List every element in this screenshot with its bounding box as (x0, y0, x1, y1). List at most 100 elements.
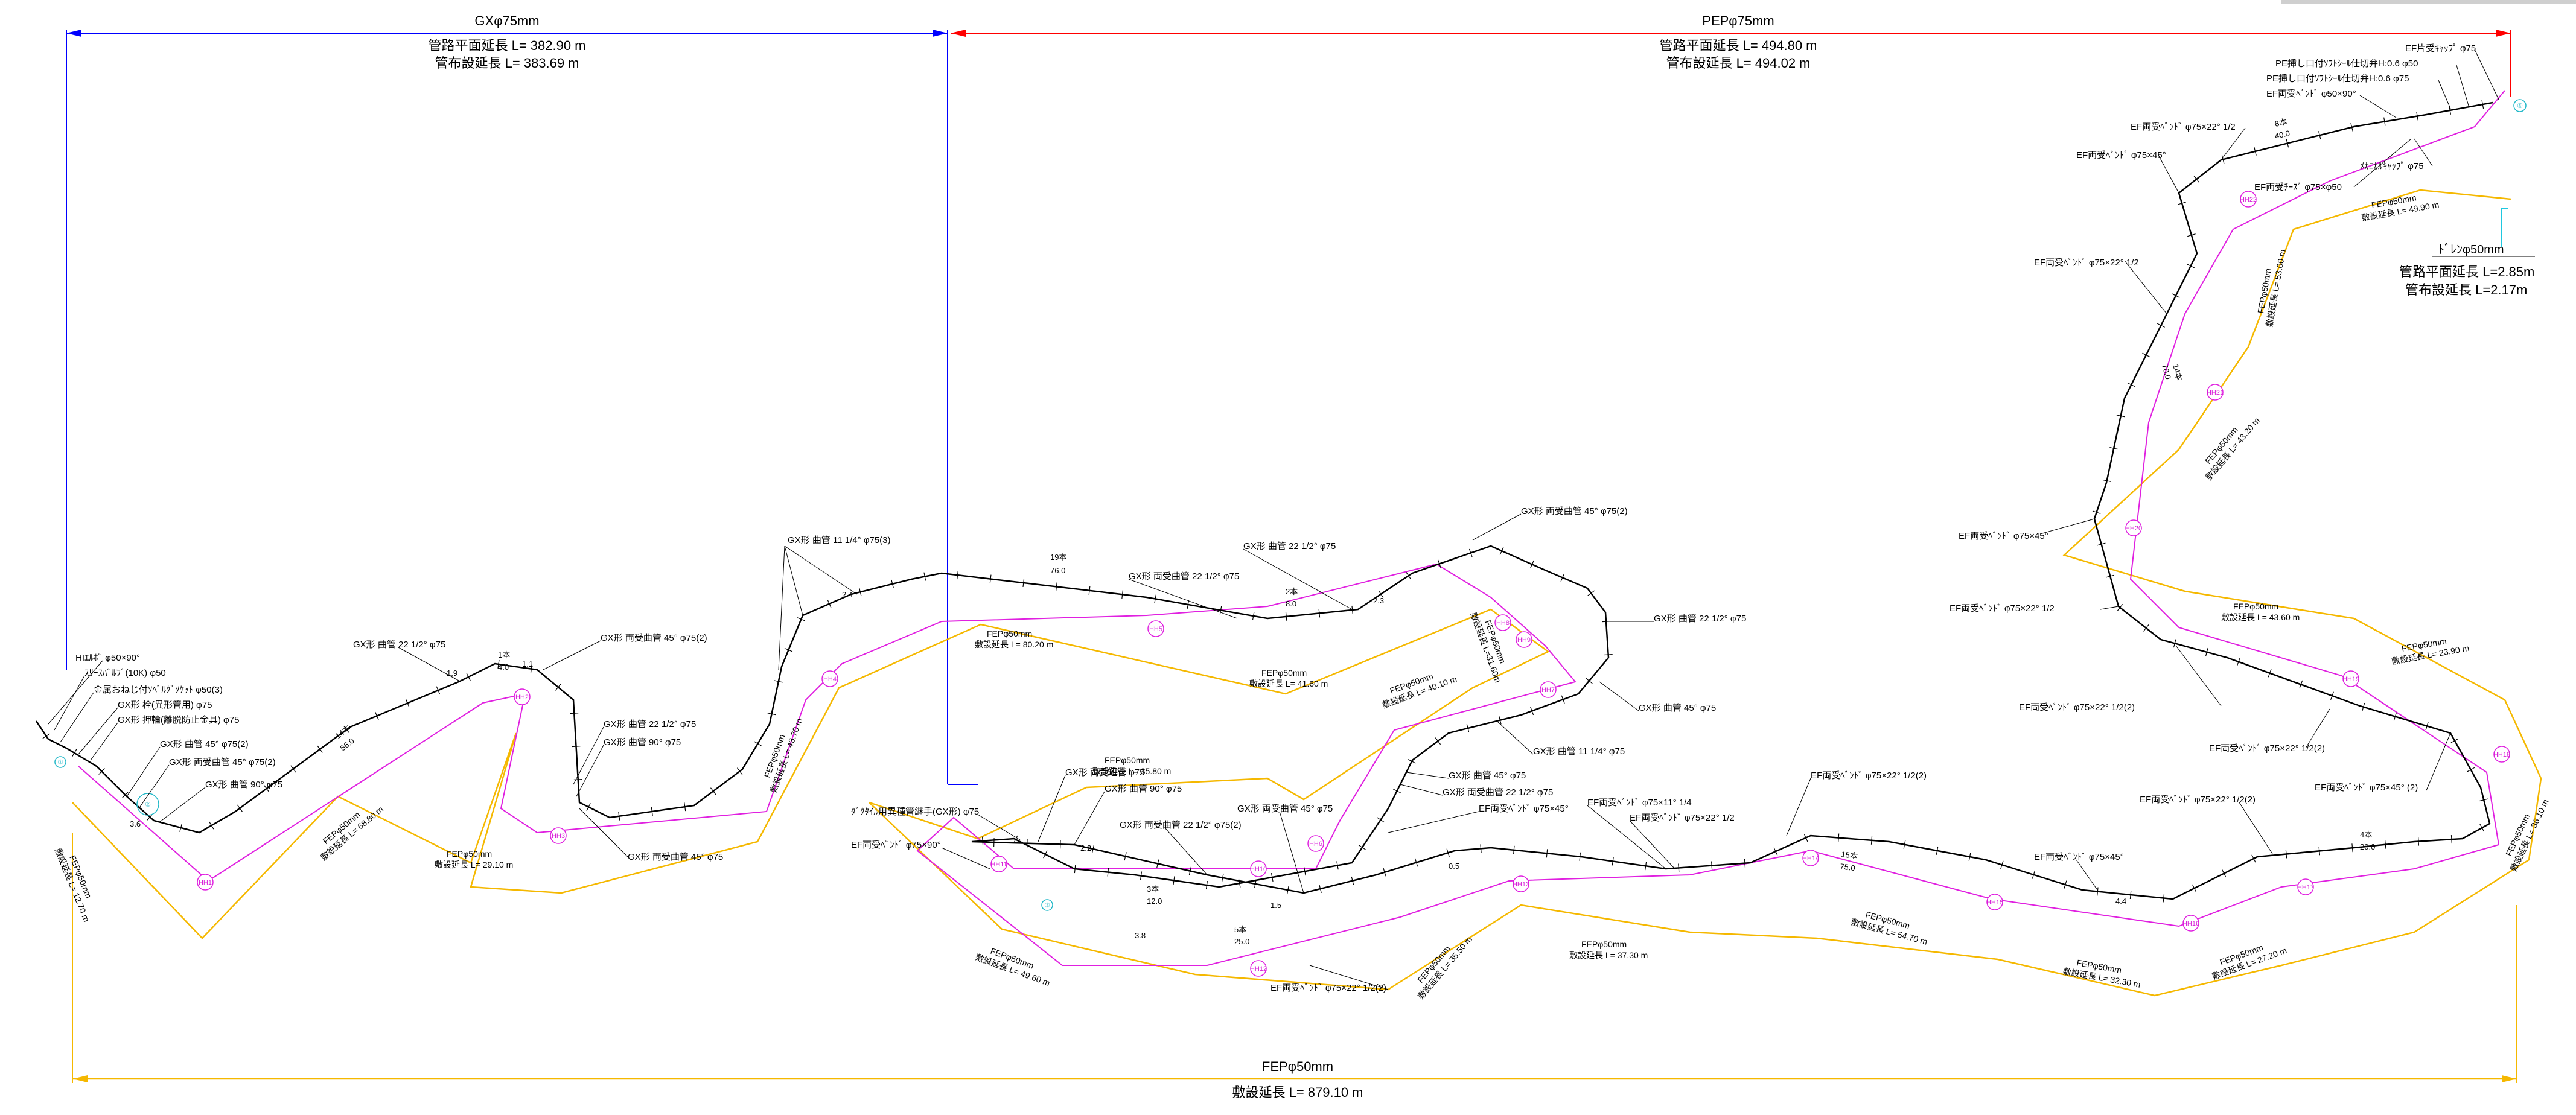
callout-gx-retainer: GX形 押輪(離脱防止金具) φ75 (118, 714, 239, 725)
gx-dimension: GXφ75mm 管路平面延長 L= 382.90 m 管布設延長 L= 383.… (66, 13, 978, 784)
pipe-length: 25.0 (1234, 937, 1249, 946)
drain-title: ﾄﾞﾚﾝφ50mm (2438, 243, 2504, 256)
fep-segment-name: FEPφ50mm (2233, 602, 2278, 611)
handhole-label: HH16 (2182, 920, 2199, 927)
callout-gx-bend-90-b: GX形 曲管 90° φ75 (604, 737, 681, 748)
pipe-count: 5本 (1234, 925, 1246, 934)
handhole-label: HH2 (515, 694, 529, 701)
callout-gx-bend-45-e: GX形 曲管 45° φ75 (1639, 703, 1716, 713)
valve-tag-4: ④ (2517, 103, 2523, 110)
callout-gx-bend-22-a: GX形 曲管 22 1/2° φ75 (353, 640, 445, 650)
callout-gx-receiver-45-2: GX形 両受曲管 45° φ75(2) (169, 757, 276, 767)
joint-tick (570, 713, 578, 714)
callout-ef-bend-90: EF両受ﾍﾞﾝﾄﾞ φ75×90° (851, 840, 941, 850)
callout-gx-bend-90-a: GX形 曲管 90° φ75 (205, 780, 282, 790)
joint-tick (2352, 843, 2353, 852)
pep-title: PEPφ75mm (1702, 13, 1774, 28)
handhole-label: HH19 (2342, 676, 2359, 683)
handhole-marker: HH1 (197, 874, 213, 890)
handhole-marker: HH12 (1250, 961, 1267, 976)
pipe-length: 75.0 (1840, 862, 1856, 872)
fep-segment-length: 敷設延長 L= 29.10 m (435, 860, 513, 869)
handhole-marker: HH20 (2125, 520, 2142, 536)
fep-segment-name: FEPφ50mm (987, 629, 1032, 638)
handhole-label: HH13 (1513, 881, 1529, 888)
handhole-label: HH9 (1517, 637, 1531, 644)
callout-ductile-joint: ﾀﾞｸﾀｲﾙ用異種管継手(GX形) φ75 (851, 807, 979, 817)
joint-tick (957, 571, 958, 579)
callout-gx-bend-11-e: GX形 曲管 11 1/4° φ75 (1533, 746, 1625, 757)
handhole-marker: HH16 (2182, 915, 2199, 931)
handhole-label: HH22 (2240, 196, 2257, 203)
callout-pe-insert-50: PE挿し口付ｿﾌﾄｼｰﾙ仕切弁H:0.6 φ50 (2275, 59, 2418, 69)
pipe-length: 20.0 (2360, 842, 2375, 851)
handhole-label: HH5 (1149, 626, 1162, 633)
pipe-count: 1本 (498, 650, 510, 659)
fep-segment-length: 敷設延長 L= 35.80 m (1092, 766, 1171, 776)
joint-tick (2163, 894, 2164, 903)
callout-pe-insert-75: PE挿し口付ｿﾌﾄｼｰﾙ仕切弁H:0.6 φ75 (2266, 74, 2409, 84)
pipe-length: 40.0 (2274, 129, 2291, 141)
pipe-segment: 1.1 (522, 659, 533, 669)
callout-ef-bend-22-l: EF両受ﾍﾞﾝﾄﾞ φ75×22° 1/2 (2034, 258, 2139, 268)
handhole-marker: HH2 (514, 689, 530, 705)
handhole-label: HH7 (1541, 687, 1555, 694)
joint-tick (1406, 572, 1411, 579)
handhole-label: HH10 (1250, 866, 1267, 873)
drain-pipe-length: 管布設延長 L=2.17m (2405, 282, 2527, 297)
joint-tick (737, 768, 742, 775)
drain-plan-length: 管路平面延長 L=2.85m (2399, 264, 2534, 279)
fitting-callouts: HIｴﾙﾎﾞ φ50×90° ｽﾘｰｽﾊﾞﾙﾌﾞ(10K) φ50 金属おねじ付… (48, 43, 2499, 993)
handhole-label: HH1 (199, 879, 212, 886)
fep-segment-length: 敷設延長 L= 41.60 m (1249, 679, 1328, 688)
handhole-label: HH3 (552, 833, 565, 840)
callout-ef-cap: EF片受ｷｬｯﾌﾟ φ75 (2405, 43, 2476, 54)
fep-segment-name: FEPφ50mm (1581, 939, 1627, 949)
joint-tick (2130, 891, 2131, 899)
handhole-label: HH18 (2493, 751, 2510, 758)
callout-gx-receiver-45-g: GX形 両受曲管 45° φ75 (1237, 804, 1333, 814)
pipe-segment: 4.4 (2115, 897, 2126, 906)
fep-route-line (72, 190, 2541, 996)
callout-ef-bend-22-i: EF両受ﾍﾞﾝﾄﾞ φ75×22° 1/2(2) (2209, 743, 2325, 754)
callout-ef-bend-22-bottom: EF両受ﾍﾞﾝﾄﾞ φ75×22° 1/2(2) (1270, 983, 1386, 993)
pipe-segment: 2.3 (1373, 596, 1384, 605)
valve-tag-2: ② (145, 801, 151, 808)
handhole-marker: HH10 (1250, 861, 1267, 877)
pipe-count: 8本 (2274, 117, 2288, 129)
pep-pipe-length: 管布設延長 L= 494.02 m (1666, 56, 1810, 71)
pep-dimension: PEPφ75mm 管路平面延長 L= 494.80 m 管布設延長 L= 494… (951, 13, 2511, 97)
callout-ef-tee: EF両受ﾁｰｽﾞ φ75×φ50 (2254, 182, 2342, 192)
fep-segment-name: FEPφ50mm (1105, 755, 1150, 765)
pipe-segment: 2.4 (842, 590, 853, 599)
valve-markers: ① ② ③ ④ (55, 100, 2526, 910)
joint-tick (1871, 836, 1872, 845)
callout-gx-bend-22-d: GX形 曲管 22 1/2° φ75 (1654, 614, 1746, 624)
callout-gx-bend-90-g: GX形 曲管 90° φ75 (1105, 784, 1182, 794)
callout-ef-bend-22-j: EF両受ﾍﾞﾝﾄﾞ φ75×22° 1/2(2) (2019, 702, 2135, 713)
pep-plan-length: 管路平面延長 L= 494.80 m (1659, 38, 1817, 53)
joint-tick (2451, 835, 2452, 843)
callout-gx-blind: GX形 栓(異形管用) φ75 (118, 700, 212, 710)
callout-ef-bend-45-h: EF両受ﾍﾞﾝﾄﾞ φ75×45° (2034, 852, 2124, 862)
fep-segment-name: FEPφ50mm (447, 849, 492, 859)
handhole-marker: HH18 (2493, 746, 2510, 762)
joint-tick (754, 742, 762, 746)
valve-marker-1: ① (55, 757, 66, 767)
callout-gx-bend-45-f: GX形 曲管 45° φ75 (1449, 770, 1526, 781)
callout-gx-receiver-45-top: GX形 両受曲管 45° φ75(2) (1521, 506, 1628, 516)
fep-segment-length: 敷設延長 L= 37.30 m (1569, 950, 1648, 960)
joint-tick (317, 746, 322, 752)
pipe-count: 19本 (1050, 553, 1066, 562)
pipe-count: 2本 (1286, 587, 1298, 596)
handhole-label: HH6 (1309, 840, 1322, 848)
pipe-segment: 0.5 (1449, 862, 1459, 871)
